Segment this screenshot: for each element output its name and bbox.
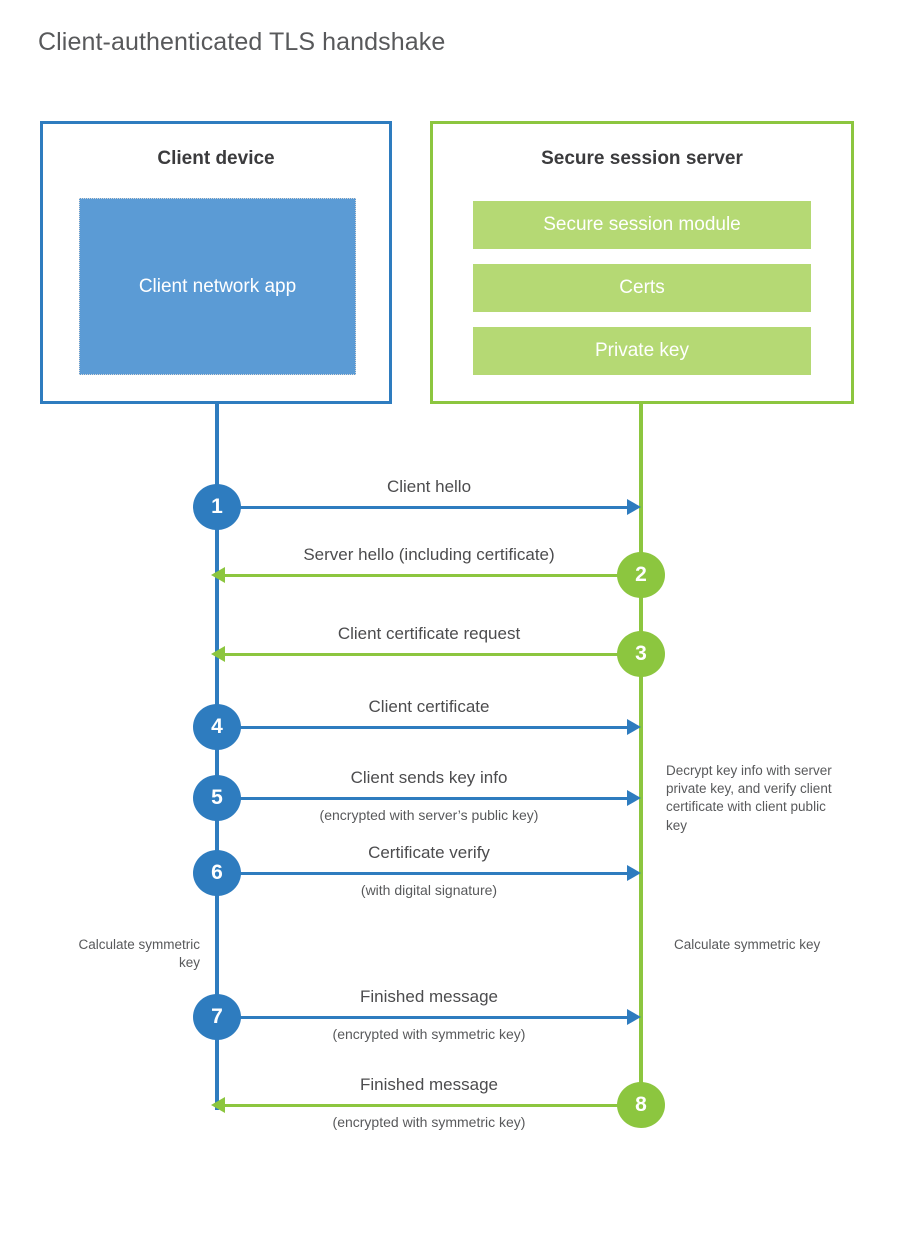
message-sublabel: (encrypted with symmetric key) — [332, 1026, 526, 1042]
step-number-badge[interactable]: 6 — [193, 850, 241, 896]
message-label: Server hello (including certificate) — [303, 545, 555, 564]
step-number-badge[interactable]: 7 — [193, 994, 241, 1040]
arrow-head-right-icon — [627, 719, 641, 735]
message-label: Client sends key info — [350, 768, 508, 787]
arrow-head-right-icon — [627, 865, 641, 881]
client-device-title: Client device — [157, 148, 275, 169]
arrow-shaft — [223, 574, 641, 577]
step-number-badge[interactable]: 4 — [193, 704, 241, 750]
note-server-calculate-symmetric-key: Calculate symmetric key — [674, 937, 821, 952]
arrow-head-right-icon — [627, 1009, 641, 1025]
message-label: Certificate verify — [368, 843, 490, 862]
arrow-shaft — [217, 506, 635, 509]
step-number-badge[interactable]: 5 — [193, 775, 241, 821]
note-server-decrypt: Decrypt key info with server private key… — [666, 763, 832, 833]
arrow-head-left-icon — [211, 1097, 225, 1113]
arrow-head-left-icon — [211, 646, 225, 662]
arrow-shaft — [223, 1104, 641, 1107]
secure-session-server-box: Secure session server Secure session mod… — [430, 121, 854, 404]
arrow-shaft — [217, 797, 635, 800]
arrow-shaft — [217, 872, 635, 875]
server-module-bar: Private key — [473, 327, 811, 375]
page-title: Client-authenticated TLS handshake — [38, 28, 446, 56]
client-device-box: Client device Client network app — [40, 121, 392, 404]
step-number-badge[interactable]: 8 — [617, 1082, 665, 1128]
message-label: Client hello — [386, 477, 472, 496]
step-number-badge[interactable]: 1 — [193, 484, 241, 530]
message-sublabel: (encrypted with symmetric key) — [332, 1114, 526, 1130]
arrow-shaft — [223, 653, 641, 656]
server-module-bar: Secure session module — [473, 201, 811, 249]
arrow-head-left-icon — [211, 567, 225, 583]
message-sublabel: (with digital signature) — [360, 882, 498, 898]
arrow-shaft — [217, 1016, 635, 1019]
client-lifeline — [215, 404, 219, 1110]
message-label: Client certificate — [368, 697, 490, 716]
arrow-shaft — [217, 726, 635, 729]
server-lifeline — [639, 404, 643, 1106]
arrow-head-right-icon — [627, 499, 641, 515]
message-sublabel: (encrypted with server’s public key) — [319, 807, 539, 823]
client-network-app-block: Client network app — [79, 198, 356, 375]
message-label: Client certificate request — [337, 624, 521, 643]
server-module-bar: Certs — [473, 264, 811, 312]
message-label: Finished message — [360, 1075, 498, 1094]
note-client-calculate-symmetric-key: Calculate symmetric key — [78, 937, 200, 971]
secure-session-server-title: Secure session server — [541, 148, 743, 169]
arrow-head-right-icon — [627, 790, 641, 806]
message-label: Finished message — [360, 987, 498, 1006]
step-number-badge[interactable]: 2 — [617, 552, 665, 598]
step-number-badge[interactable]: 3 — [617, 631, 665, 677]
